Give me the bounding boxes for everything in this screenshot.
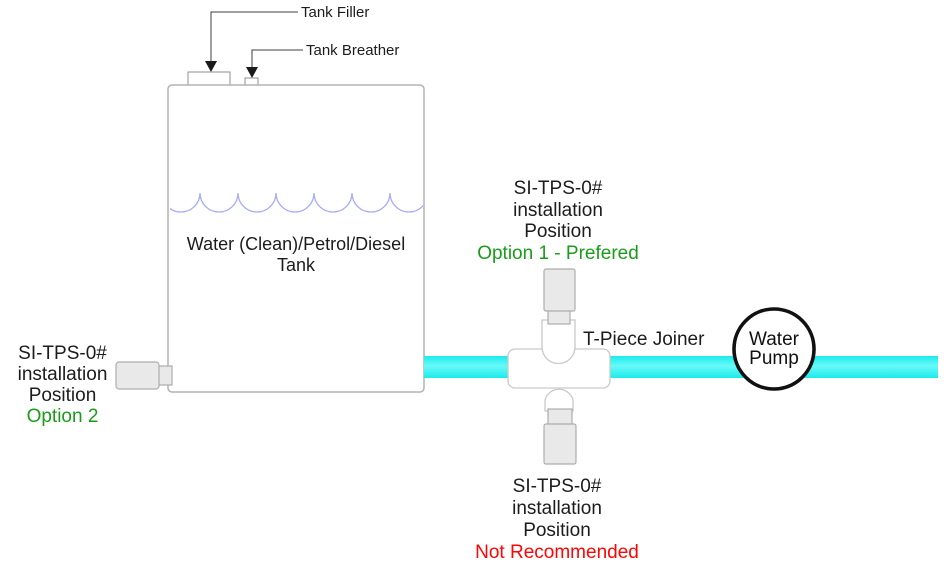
annotation-option2-line1: SI-TPS-0# [18,343,107,364]
annotation-notrec-status: Not Recommended [475,542,639,563]
tank-label-line2: Tank [276,255,316,275]
water-pump-label: Water Pump [734,329,814,369]
sensor-option1-body [543,268,576,312]
tank-filler-fitting [187,71,231,87]
tank-breather-label: Tank Breather [306,42,400,59]
tank-filler-label: Tank Filler [301,4,370,21]
water-pump-circle [732,307,816,391]
tank-body [167,84,425,393]
t-piece-top-tube [541,319,576,365]
tank-label-line1: Water (Clean)/Petrol/Diesel [186,234,406,254]
annotation-option2-line3: Position [28,385,97,406]
annotation-option1: SI-TPS-0# installation Position Option 1… [458,178,658,264]
annotation-option1-line2: installation [513,199,603,221]
annotation-option2-status: Option 2 [26,406,99,427]
sensor-notrecommended-body [543,423,577,465]
annotation-option2-line2: installation [17,364,108,385]
sensor-option1-neck [547,309,571,325]
tank-filler-leader-line [210,11,298,61]
annotation-notrec-line1: SI-TPS-0# [512,476,602,497]
sensor-notrecommended-neck [547,408,573,426]
annotation-option1-status: Option 1 - Prefered [477,242,639,264]
annotation-option1-line1: SI-TPS-0# [513,178,603,199]
annotation-notrec-line3: Position [523,520,591,541]
annotation-option2: SI-TPS-0# installation Position Option 2 [0,343,125,427]
annotation-option1-line3: Position [524,221,592,242]
tank-filler-arrow-icon [205,61,217,72]
t-piece-joiner-label: T-Piece Joiner [583,329,705,350]
t-piece-bottom-tube [544,388,574,412]
water-pump-label-line2: Pump [749,347,799,369]
annotation-not-recommended: SI-TPS-0# installation Position Not Reco… [457,476,657,564]
tank-breather-arrow-icon [246,67,258,78]
tank-breather-leader-line [251,49,303,67]
annotation-notrec-line2: installation [512,498,602,519]
water-pump-label-line1: Water [749,329,799,350]
water-level-waves [170,192,423,213]
pipe [424,356,938,378]
tank-label: Water (Clean)/Petrol/Diesel Tank [166,234,426,276]
sensor-option2-body [115,361,160,390]
